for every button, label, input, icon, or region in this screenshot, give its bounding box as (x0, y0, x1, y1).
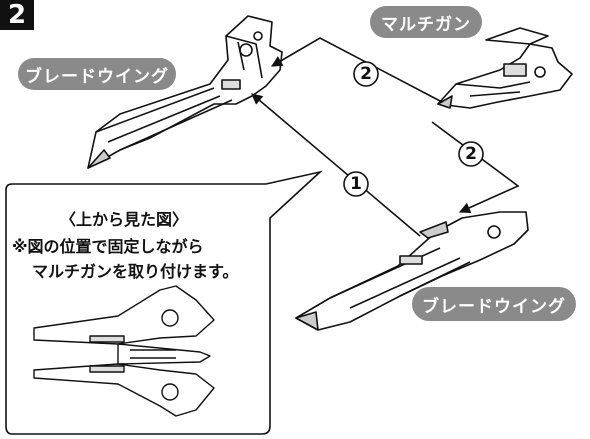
inset-title: 〈上から見た図〉 (60, 210, 189, 229)
inset-top-view (33, 285, 215, 417)
arrow-step-2b (431, 121, 520, 213)
arrow-step-2a (271, 37, 443, 103)
arrow-step-1 (251, 93, 421, 237)
label-blade-wing-bottom: ブレードウイング (412, 287, 576, 321)
label-blade-wing-top: ブレードウイング (18, 58, 176, 90)
inset-note-line1: ※図の位置で固定しながら (12, 237, 204, 256)
label-multi-gun: マルチガン (370, 6, 482, 38)
inset-note-line2: マルチガンを取り付けます。 (32, 262, 239, 281)
step-number-badge: 2 (0, 0, 34, 30)
step-circles (343, 61, 484, 197)
step-number-2a: 2 (360, 64, 372, 84)
step-number-1: 1 (350, 174, 362, 194)
blade-wing-bottom-part (295, 211, 529, 331)
multi-gun-part (437, 27, 573, 109)
blade-wing-top-part (87, 15, 283, 169)
step-number-2b: 2 (465, 144, 477, 164)
